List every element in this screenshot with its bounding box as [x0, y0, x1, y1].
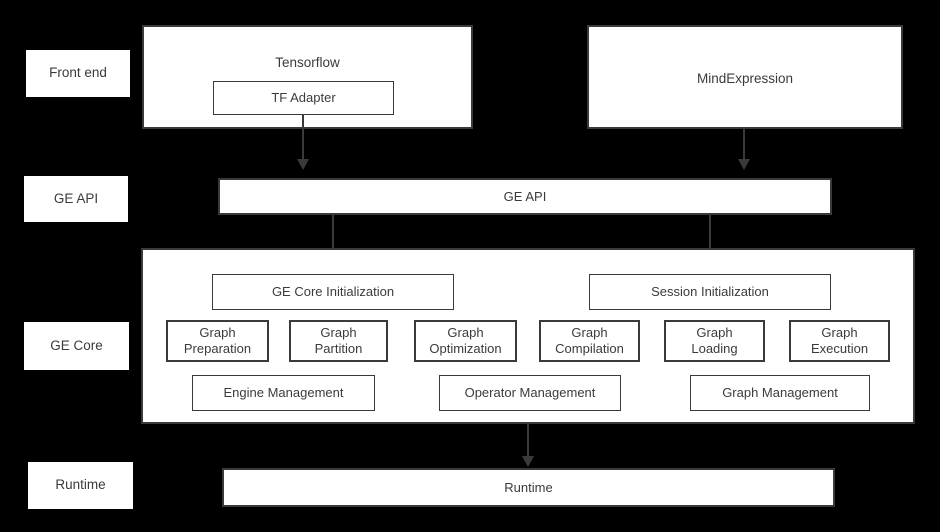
layer-label-ge-api: GE API [24, 176, 128, 222]
arrowhead-mindexpression-to-geapi [738, 159, 750, 170]
tensorflow-title: Tensorflow [275, 55, 340, 70]
tf-adapter-node[interactable]: TF Adapter [213, 81, 394, 115]
runtime-bar[interactable]: Runtime [222, 468, 835, 507]
arrowhead-gecore-to-runtime [522, 456, 534, 467]
layer-label-front-end: Front end [26, 50, 130, 97]
layer-label-runtime: Runtime [28, 462, 133, 509]
connector-tfadapter-to-geapi [302, 114, 304, 161]
ge-api-bar[interactable]: GE API [218, 178, 832, 215]
session-initialization-node[interactable]: Session Initialization [589, 274, 831, 310]
graph-compilation-node[interactable]: Graph Compilation [539, 320, 640, 362]
graph-optimization-node[interactable]: Graph Optimization [414, 320, 517, 362]
arrowhead-tfadapter-to-geapi [297, 159, 309, 170]
engine-management-node[interactable]: Engine Management [192, 375, 375, 411]
graph-partition-node[interactable]: Graph Partition [289, 320, 388, 362]
operator-management-node[interactable]: Operator Management [439, 375, 621, 411]
graph-preparation-node[interactable]: Graph Preparation [166, 320, 269, 362]
mindexpression-title: MindExpression [696, 71, 794, 86]
connector-geapi-to-sessioninit [709, 215, 711, 262]
connector-mindexpression-to-geapi [743, 129, 745, 161]
connector-gecore-to-runtime [527, 424, 529, 458]
graph-loading-node[interactable]: Graph Loading [664, 320, 765, 362]
graph-execution-node[interactable]: Graph Execution [789, 320, 890, 362]
connector-geapi-to-gecoreinit [332, 215, 334, 262]
graph-management-node[interactable]: Graph Management [690, 375, 870, 411]
frontend-mindexpression-group: MindExpression [587, 25, 903, 129]
layer-label-ge-core: GE Core [24, 322, 129, 370]
ge-core-initialization-node[interactable]: GE Core Initialization [212, 274, 454, 310]
